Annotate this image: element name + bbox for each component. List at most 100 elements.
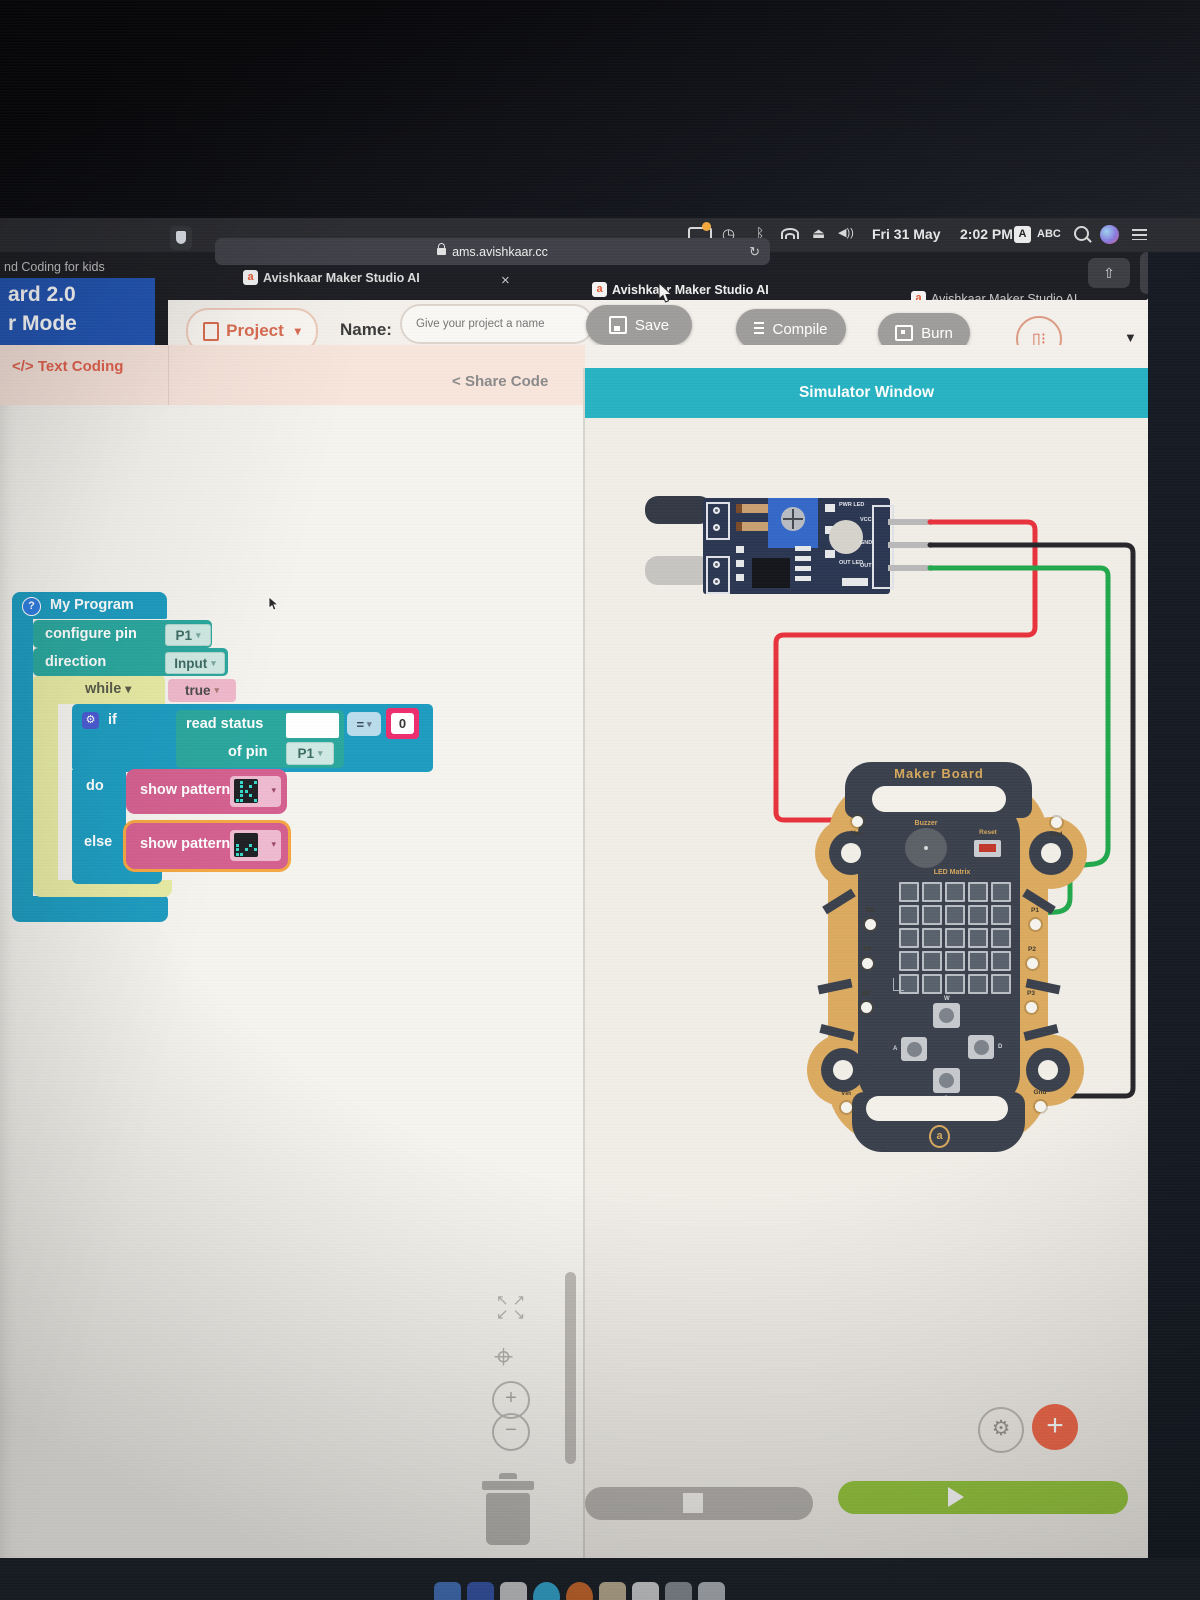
save-button[interactable]: Save [586,305,692,345]
matrix-led[interactable] [968,974,988,994]
board-pin-vcc[interactable] [851,815,863,827]
dock-icon-light-app[interactable] [500,1582,527,1600]
number-value-block[interactable]: 0 [386,708,419,739]
matrix-led[interactable] [899,905,919,925]
button-w[interactable] [933,1003,960,1028]
pattern-dropdown[interactable] [230,830,281,861]
run-slider[interactable] [838,1481,1128,1514]
matrix-led[interactable] [899,928,919,948]
board-pin-gnd[interactable] [1034,1100,1046,1112]
read-status-block[interactable]: read status of pin P1 [176,710,344,768]
mutator-gear-icon[interactable]: ⚙ [82,712,99,729]
keyboard-input-icon[interactable]: A [1014,226,1031,243]
pin-dropdown[interactable]: P1 [165,624,211,646]
matrix-led[interactable] [945,951,965,971]
matrix-led[interactable] [991,882,1011,902]
address-bar[interactable]: ams.avishkaar.cc ↻ [215,238,770,265]
dock-icon-blue-app-2[interactable] [467,1582,494,1600]
matrix-led[interactable] [991,905,1011,925]
help-icon[interactable]: ? [22,597,41,616]
board-pin-p1[interactable] [1029,918,1041,930]
direction-block[interactable]: direction Input [33,648,228,676]
matrix-led[interactable] [991,974,1011,994]
board-pin-p2[interactable] [1026,957,1038,969]
configure-pin-block[interactable]: configure pin P1 [33,620,212,648]
show-pattern-block-else[interactable]: show pattern [126,823,288,869]
compare-value[interactable]: 0 [391,713,414,734]
matrix-led[interactable] [945,905,965,925]
pattern-dropdown[interactable] [230,776,281,807]
matrix-led[interactable] [968,928,988,948]
matrix-led[interactable] [922,905,942,925]
tab-1[interactable]: Avishkaar Maker Studio AI [263,271,420,285]
reload-icon[interactable]: ↻ [749,243,760,259]
dock-icon-gray-app[interactable] [665,1582,692,1600]
tab-2-active[interactable]: Avishkaar Maker Studio AI [612,283,769,297]
matrix-led[interactable] [945,974,965,994]
while-condition-dropdown[interactable]: true [168,679,236,702]
matrix-led[interactable] [922,928,942,948]
siri-icon[interactable] [1100,225,1119,244]
wifi-icon[interactable] [781,228,799,241]
dock-icon-cyan-browser[interactable] [533,1582,560,1600]
eject-icon[interactable]: ⏏ [812,225,826,241]
matrix-led[interactable] [899,951,919,971]
stop-slider[interactable] [585,1487,813,1520]
reset-button[interactable] [974,840,1001,857]
matrix-led[interactable] [968,905,988,925]
spotlight-icon[interactable] [1074,226,1089,241]
dock-icon-blue-app[interactable] [434,1582,461,1600]
text-coding-button[interactable]: </> Text Coding [12,358,123,375]
matrix-led[interactable] [991,951,1011,971]
volume-icon[interactable]: ◀)) [838,227,854,239]
dock-icon-trash[interactable] [698,1582,725,1600]
board-pin-p3[interactable] [1025,1001,1037,1013]
matrix-led[interactable] [991,928,1011,948]
direction-dropdown[interactable]: Input [165,652,225,674]
matrix-led[interactable] [899,974,919,994]
matrix-led[interactable] [922,974,942,994]
board-pin-vin[interactable] [840,1101,852,1113]
board-pin-gnd[interactable] [1050,816,1062,828]
show-pattern-block-do[interactable]: show pattern [126,769,287,814]
add-component-button[interactable]: + [1032,1404,1078,1450]
privacy-shield-icon[interactable] [170,226,192,250]
buzzer[interactable] [905,828,947,868]
bluetooth-icon[interactable]: ᛒ [756,225,765,241]
share-button[interactable]: ⇧ [1088,258,1130,288]
dock-icon-beige-app[interactable] [599,1582,626,1600]
matrix-led[interactable] [968,882,988,902]
tab-close-icon[interactable]: × [501,272,510,289]
while-block[interactable]: while [33,676,165,704]
board-pin-p0[interactable] [864,918,876,930]
my-program-hat-block[interactable]: ? My Program [12,592,167,619]
led-matrix[interactable] [899,882,1011,994]
matrix-led[interactable] [968,951,988,971]
matrix-led[interactable] [922,951,942,971]
compile-button[interactable]: Compile [736,309,846,349]
read-status-value-slot[interactable] [286,713,339,738]
board-pin-a1[interactable] [860,1001,872,1013]
vertical-scrollbar[interactable] [565,1272,576,1464]
button-a[interactable] [901,1037,927,1061]
dock-icon-notes-app[interactable] [632,1582,659,1600]
zoom-out-button[interactable]: − [492,1413,530,1451]
matrix-led[interactable] [945,928,965,948]
chevron-down-icon[interactable]: ▼ [1124,330,1137,345]
trash-icon[interactable] [499,1473,517,1479]
control-center-icon[interactable] [1132,229,1147,240]
share-code-button[interactable]: < Share Code [452,373,548,390]
matrix-led[interactable] [945,882,965,902]
rear-tab-label[interactable]: nd Coding for kids [4,260,105,274]
matrix-led[interactable] [899,882,919,902]
matrix-led[interactable] [922,882,942,902]
project-name-input[interactable] [400,304,594,344]
of-pin-dropdown[interactable]: P1 [286,742,334,765]
ir-sensor-module[interactable]: PWR LED OUT LED VCC GND OUT [703,498,894,594]
operator-dropdown[interactable]: = [347,712,381,736]
board-pin-a0[interactable] [861,957,873,969]
dock-icon-orange-browser[interactable] [566,1582,593,1600]
button-d[interactable] [968,1035,994,1059]
button-s[interactable] [933,1068,960,1093]
fullscreen-icon[interactable]: ↖↗↙↘ [496,1292,530,1323]
